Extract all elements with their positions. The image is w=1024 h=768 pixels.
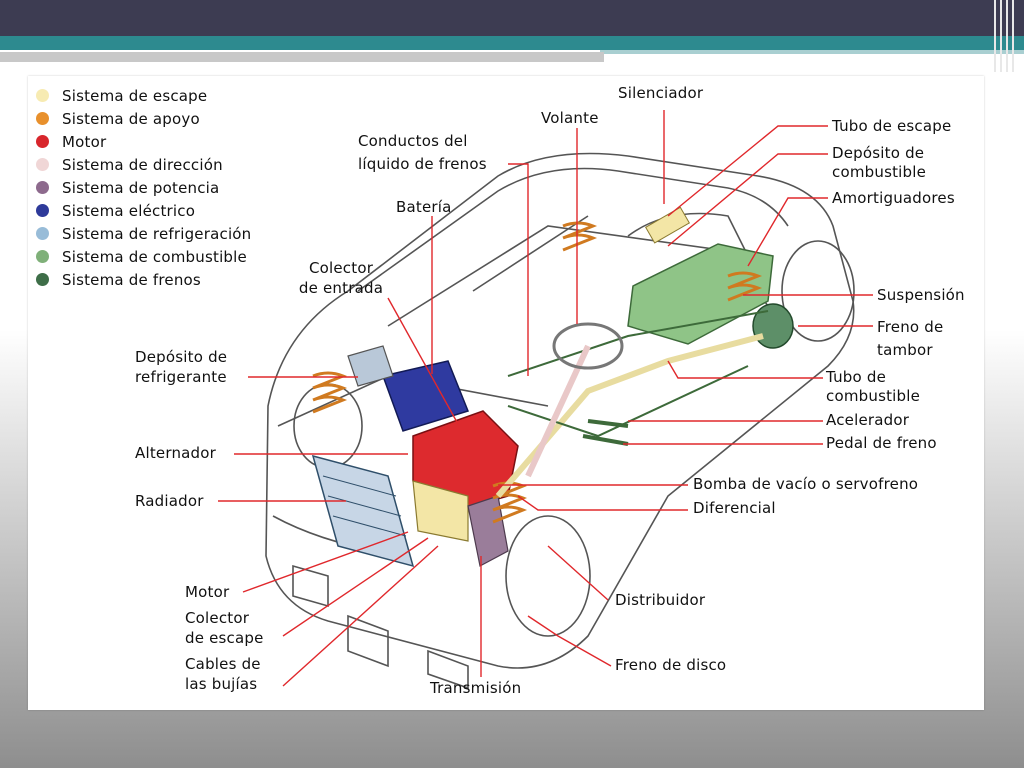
legend-item: Sistema eléctrico	[36, 199, 251, 222]
engine-lower-shape	[412, 480, 469, 542]
slide-accent-bar	[0, 36, 1024, 50]
legend-label: Sistema de refrigeración	[62, 224, 252, 243]
legend-item: Motor	[36, 130, 251, 153]
label-pedal-freno: Pedal de freno	[826, 434, 937, 452]
drum-brake-shape	[752, 303, 794, 349]
label-bateria: Batería	[396, 198, 452, 216]
radiator-shape	[311, 454, 415, 568]
fuel-tank-shape	[627, 243, 774, 345]
legend-swatch	[36, 158, 49, 171]
label-cables-1: Cables de	[185, 655, 261, 673]
suspension-springs	[312, 221, 763, 524]
label-deposito-combustible-2: combustible	[832, 163, 927, 181]
steering-wheel-shape	[552, 322, 624, 370]
label-silenciador: Silenciador	[618, 84, 704, 102]
label-conductos-1: Conductos del	[358, 132, 468, 150]
label-distribuidor: Distribuidor	[615, 591, 706, 609]
legend-item: Sistema de refrigeración	[36, 222, 251, 245]
muffler-shape	[644, 206, 691, 244]
label-cables-2: las bujías	[185, 675, 258, 693]
label-alternador: Alternador	[135, 444, 217, 462]
legend-label: Sistema de potencia	[62, 178, 220, 197]
label-colector-entrada-2: de entrada	[298, 279, 384, 297]
label-freno-tambor-2: tambor	[877, 341, 933, 359]
label-deposito-refrigerante-2: refrigerante	[135, 368, 227, 386]
label-conductos-2: líquido de frenos	[358, 155, 487, 173]
label-tubo-escape: Tubo de escape	[832, 117, 952, 135]
legend-swatch	[36, 273, 49, 286]
legend-swatch	[36, 181, 49, 194]
fuel-line-shape	[507, 310, 769, 377]
legend-swatch	[36, 112, 49, 125]
legend-label: Sistema de apoyo	[62, 109, 200, 128]
legend-label: Sistema de frenos	[62, 270, 201, 289]
slide-accent-line	[600, 50, 1024, 54]
legend-label: Sistema de dirección	[62, 155, 223, 174]
label-acelerador: Acelerador	[826, 411, 910, 429]
label-colector-escape-2: de escape	[185, 629, 264, 647]
label-tubo-combustible-1: Tubo de	[826, 368, 887, 386]
label-bomba-vacio: Bomba de vacío o servofreno	[693, 475, 919, 493]
label-colector-entrada-1: Colector	[308, 259, 374, 277]
legend-label: Sistema de combustible	[62, 247, 247, 266]
legend-label: Sistema eléctrico	[62, 201, 196, 220]
car-illustration	[218, 110, 873, 690]
slide-corner-stripes	[990, 0, 1024, 72]
transmission-shape	[467, 495, 509, 567]
label-deposito-combustible-1: Depósito de	[832, 144, 925, 162]
slide-top-bar	[0, 0, 1024, 36]
legend-item: Sistema de frenos	[36, 268, 251, 291]
label-amortiguadores: Amortiguadores	[832, 189, 955, 207]
legend-swatch	[36, 89, 49, 102]
label-diferencial: Diferencial	[693, 499, 776, 517]
label-radiador: Radiador	[135, 492, 204, 510]
leader-lines	[218, 110, 873, 687]
legend-swatch	[36, 135, 49, 148]
label-motor: Motor	[185, 583, 230, 601]
legend-swatch	[36, 227, 49, 240]
legend-swatch	[36, 250, 49, 263]
slide-grey-band	[0, 52, 604, 62]
label-freno-tambor-1: Freno de	[877, 318, 944, 336]
legend-item: Sistema de apoyo	[36, 107, 251, 130]
label-freno-disco: Freno de disco	[615, 656, 727, 674]
legend-label: Motor	[62, 132, 107, 151]
legend-label: Sistema de escape	[62, 86, 208, 105]
label-suspension: Suspensión	[877, 286, 965, 304]
legend-item: Sistema de potencia	[36, 176, 251, 199]
legend-item: Sistema de escape	[36, 84, 251, 107]
legend-item: Sistema de combustible	[36, 245, 251, 268]
label-deposito-refrigerante-1: Depósito de	[135, 348, 228, 366]
label-transmision: Transmisión	[430, 679, 522, 697]
brake-line-shape	[507, 365, 749, 438]
coolant-reservoir-shape	[347, 345, 394, 387]
label-colector-escape-1: Colector	[185, 609, 250, 627]
label-tubo-combustible-2: combustible	[826, 387, 921, 405]
label-volante: Volante	[541, 109, 599, 127]
legend-swatch	[36, 204, 49, 217]
legend-item: Sistema de dirección	[36, 153, 251, 176]
